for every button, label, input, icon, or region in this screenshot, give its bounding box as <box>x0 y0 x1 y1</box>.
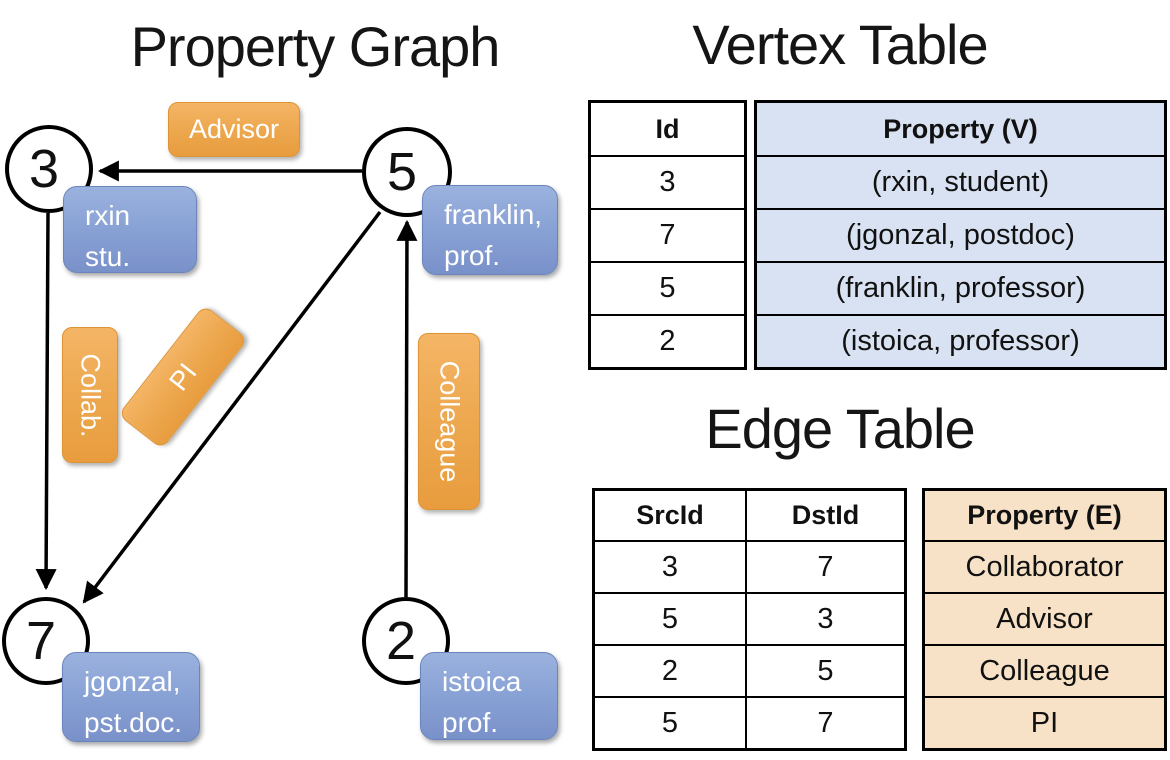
graph-edges <box>35 160 418 604</box>
table-row: Colleague <box>922 644 1167 698</box>
vertex-table-property-column: Property (V) (rxin, student) (jgonzal, p… <box>754 100 1167 370</box>
graph-node-5: 5 <box>362 127 452 217</box>
edge-label-text: PI <box>162 357 203 396</box>
card-line: franklin, <box>444 199 543 230</box>
card-line: jgonzal, <box>84 666 181 697</box>
edge-label-collab: Collab. <box>62 327 118 463</box>
edge-label-advisor: Advisor <box>168 102 300 157</box>
column-header: SrcId <box>592 488 747 542</box>
table-row: 5 7 <box>592 696 907 751</box>
column-header: Property (V) <box>754 100 1167 157</box>
node-id: 5 <box>386 142 418 202</box>
edge-label-text: Advisor <box>188 114 280 144</box>
vertex-property-card-2: istoica prof. <box>420 652 558 740</box>
card-line: prof. <box>442 706 499 738</box>
table-row: (istoica, professor) <box>754 314 1167 370</box>
vertex-property-card-5: franklin, prof. <box>422 185 558 275</box>
table-row: 2 <box>588 314 747 370</box>
edge-label-text: Colleague <box>434 360 465 483</box>
table-row: (rxin, student) <box>754 155 1167 210</box>
edge-table-id-columns: SrcId DstId 3 7 5 3 2 5 5 7 <box>592 488 907 751</box>
card-line: istoica <box>442 666 522 697</box>
card-line: prof. <box>444 239 501 271</box>
vertex-table-title: Vertex Table <box>692 13 988 76</box>
property-graph-title: Property Graph <box>130 15 501 78</box>
edge-5-to-7 <box>82 210 382 604</box>
edge-table-property-column: Property (E) Collaborator Advisor Collea… <box>922 488 1167 751</box>
vertex-property-card-3: rxin stu. <box>63 186 197 273</box>
node-id: 2 <box>385 611 417 671</box>
vertex-property-card-7: jgonzal, pst.doc. <box>62 652 200 742</box>
table-row: Collaborator <box>922 540 1167 594</box>
edge-2-to-5 <box>396 219 418 598</box>
table-row: 2 5 <box>592 644 907 698</box>
card-line: pst.doc. <box>84 706 183 738</box>
column-header: Id <box>588 100 747 157</box>
table-row: 7 <box>588 208 747 263</box>
table-row: PI <box>922 696 1167 751</box>
table-row: (franklin, professor) <box>754 261 1167 316</box>
column-header: Property (E) <box>922 488 1167 542</box>
edge-table-title: Edge Table <box>705 397 975 460</box>
table-row: (jgonzal, postdoc) <box>754 208 1167 263</box>
card-line: rxin <box>85 200 131 231</box>
graph-node-3: 3 <box>5 125 93 213</box>
card-line: stu. <box>85 240 131 272</box>
node-id: 7 <box>25 611 57 671</box>
vertex-table-id-column: Id 3 7 5 2 <box>588 100 747 370</box>
table-row: Advisor <box>922 592 1167 646</box>
table-row: 3 7 <box>592 540 907 594</box>
table-row: 3 <box>588 155 747 210</box>
edge-3-to-7 <box>35 212 57 591</box>
edge-label-text: Collab. <box>75 352 106 438</box>
table-row: 5 <box>588 261 747 316</box>
table-row: 5 3 <box>592 592 907 646</box>
edge-label-colleague: Colleague <box>418 333 480 510</box>
node-id: 3 <box>28 139 60 199</box>
column-header: DstId <box>745 488 907 542</box>
